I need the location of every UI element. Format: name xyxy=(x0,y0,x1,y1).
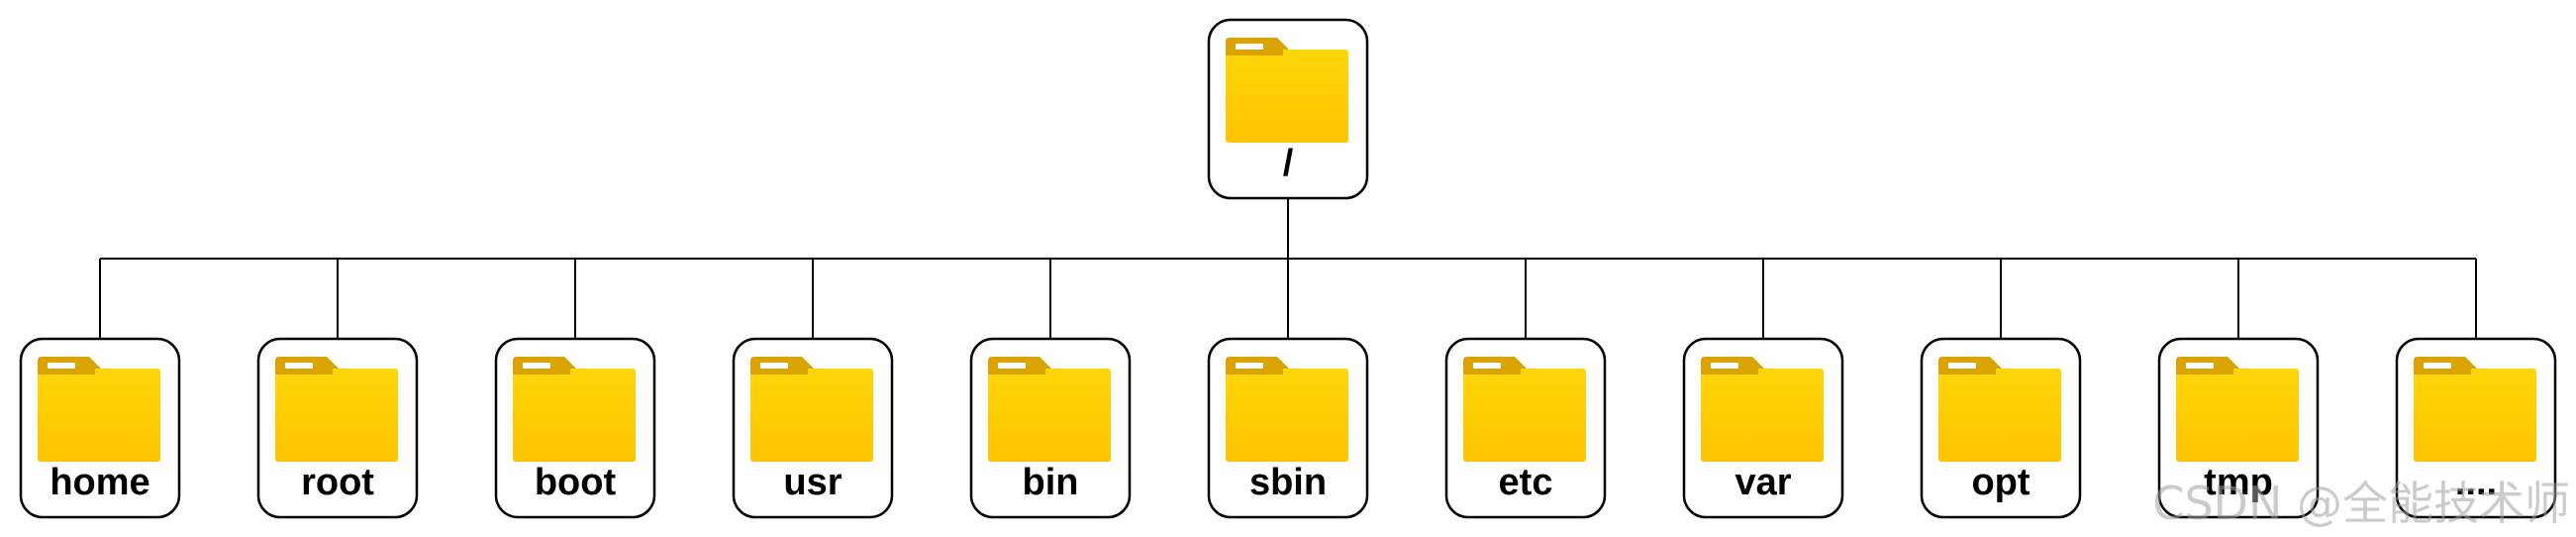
connector-lines xyxy=(99,198,2477,339)
directory-node-boot: boot xyxy=(494,337,656,519)
node-label: / xyxy=(1283,143,1294,184)
node-label: etc xyxy=(1499,462,1553,503)
folder-icon xyxy=(2414,357,2536,462)
node-label: usr xyxy=(783,462,842,503)
folder-icon xyxy=(1226,38,1348,143)
node-label: sbin xyxy=(1249,462,1327,503)
directory-node-root: root xyxy=(256,337,419,519)
folder-icon xyxy=(38,357,160,462)
node-label: bin xyxy=(1023,462,1079,503)
directory-node-usr: usr xyxy=(732,337,894,519)
tree-nodes: / home root boot usr bin sbin etc var opt tmp.... xyxy=(19,18,2557,519)
directory-node-sbin: sbin xyxy=(1207,337,1369,519)
directory-node-etc: etc xyxy=(1444,337,1607,519)
folder-icon xyxy=(1701,357,1824,462)
node-label: tmp xyxy=(2204,462,2273,503)
node-label: home xyxy=(50,462,149,503)
directory-node-more: .... xyxy=(2395,337,2557,519)
directory-node-home: home xyxy=(19,337,181,519)
directory-node-var: var xyxy=(1682,337,1844,519)
node-label: root xyxy=(301,462,374,503)
directory-node-opt: opt xyxy=(1920,337,2082,519)
node-label: opt xyxy=(1971,462,2030,503)
folder-icon xyxy=(988,357,1111,462)
folder-icon xyxy=(1463,357,1586,462)
node-label: boot xyxy=(535,462,617,503)
folder-icon xyxy=(1226,357,1348,462)
directory-node-tmp: tmp xyxy=(2157,337,2320,519)
folder-icon xyxy=(2176,357,2299,462)
node-label: .... xyxy=(2455,462,2497,503)
folder-icon xyxy=(275,357,398,462)
node-label: var xyxy=(1734,462,1791,503)
folder-icon xyxy=(513,357,636,462)
folder-icon xyxy=(1938,357,2061,462)
directory-node-bin: bin xyxy=(969,337,1132,519)
folder-icon xyxy=(750,357,873,462)
root-directory-node: / xyxy=(1207,18,1369,200)
